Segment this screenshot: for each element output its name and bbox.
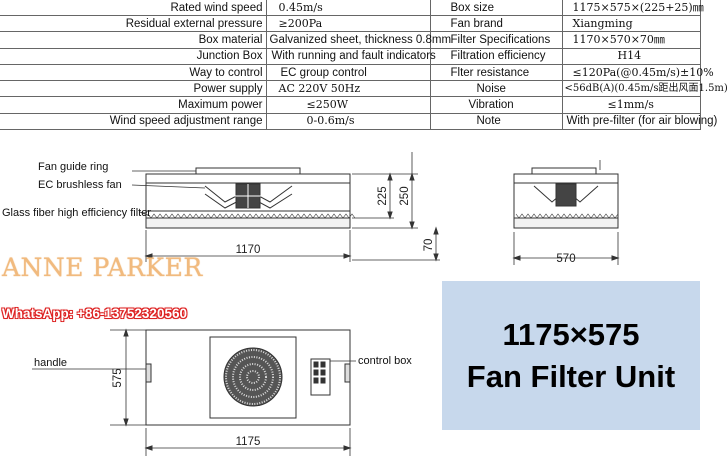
- top-view: [32, 328, 356, 456]
- spec-row: Junction Box With running and fault indi…: [0, 47, 701, 65]
- top-depth-dim: 575: [112, 368, 124, 387]
- spec-value: 0-0.6m/s: [265, 112, 431, 131]
- side-view: [131, 152, 440, 262]
- filter-label: Glass fiber high efficiency filter: [2, 207, 151, 219]
- top-width-dim: 1175: [236, 436, 261, 448]
- title-panel: 1175×575 Fan Filter Unit: [442, 281, 700, 430]
- spec-value: ≤1mm/s: [561, 96, 701, 114]
- box-height-dim: 225: [377, 186, 389, 205]
- spec-row: Way to control EC group control Flter re…: [0, 63, 714, 82]
- filter-pleats: [147, 213, 356, 219]
- handle-label: handle: [34, 357, 67, 369]
- spec-table: Rated wind speed 0.45m/s Box size 1175×5…: [0, 0, 728, 131]
- spec-value: With pre-filter (for air blowing): [561, 112, 717, 131]
- total-height-dim: 250: [399, 186, 411, 205]
- spec-row: Maximum power ≤250W Vibration ≤1mm/s: [0, 96, 701, 114]
- side-width-dim: 1170: [236, 244, 261, 256]
- spec-label: Note: [429, 112, 563, 131]
- title-product: Fan Filter Unit: [466, 358, 676, 394]
- brand-logo: ANNE PARKER: [2, 253, 203, 282]
- end-width-dim: 570: [556, 253, 575, 265]
- control-box: [310, 358, 331, 396]
- title-size: 1175×575: [502, 316, 640, 352]
- fan-guide-ring: [195, 167, 301, 175]
- spec-row: Residual external pressure ≥200Pa Fan br…: [0, 15, 701, 33]
- spec-row: Box material Galvanized sheet, thickness…: [0, 31, 701, 49]
- spec-label: Wind speed adjustment range: [0, 112, 267, 131]
- ec-fan-label: EC brushless fan: [38, 179, 122, 191]
- fan-guide-ring-label: Fan guide ring: [38, 161, 108, 173]
- spec-row: Power supply AC 220V 50Hz Noise <56dB(A)…: [0, 80, 728, 98]
- technical-drawing: Fan guide ring EC brushless fan Glass fi…: [2, 152, 620, 456]
- left-handle: [145, 363, 152, 383]
- spec-row: Rated wind speed 0.45m/s Box size 1175×5…: [0, 0, 704, 17]
- ec-fan: [204, 183, 293, 209]
- control-box-label: control box: [358, 355, 412, 367]
- right-handle: [344, 363, 351, 383]
- fan-panel: [209, 336, 297, 419]
- end-view: [512, 160, 620, 265]
- spec-label: Box material: [0, 31, 267, 49]
- spec-row: Wind speed adjustment range 0-0.6m/s Not…: [0, 112, 717, 131]
- whatsapp-contact: WhatsApp: +86-13752320560: [2, 306, 187, 321]
- spec-value: Galvanized sheet, thickness 0.8mm: [265, 31, 451, 49]
- filter-frame: [145, 217, 351, 229]
- spec-value: 1170×570×70㎜: [561, 31, 701, 49]
- filter-height-dim: 70: [423, 239, 435, 252]
